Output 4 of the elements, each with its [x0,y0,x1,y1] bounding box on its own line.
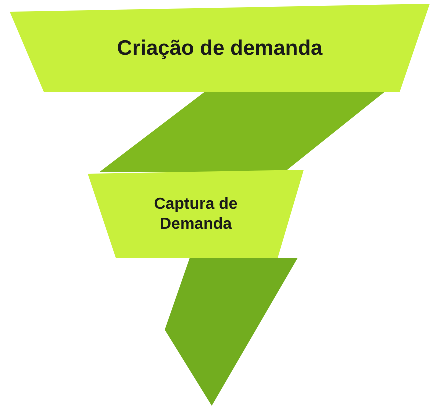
band-label: Captura de Demanda [153,195,239,235]
band-label: Criação de demanda [116,36,324,62]
funnel-band [10,4,430,94]
funnel-band [88,170,304,260]
